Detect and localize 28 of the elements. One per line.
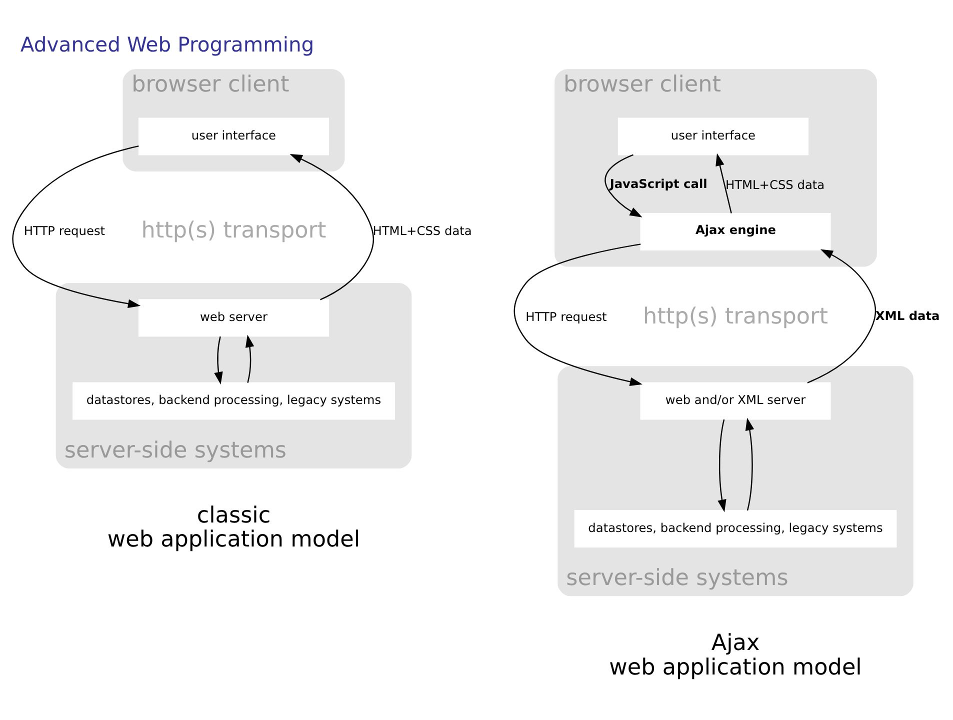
label: classic web application model xyxy=(107,502,360,552)
label: http(s) transport xyxy=(141,216,326,243)
arrow xyxy=(514,243,642,386)
arrow xyxy=(807,248,876,383)
arrow xyxy=(245,334,254,382)
node-box: Ajax engine xyxy=(640,212,831,250)
edge-label: XML data xyxy=(875,308,940,323)
edge-label: JavaScript call xyxy=(610,176,708,190)
arrow xyxy=(716,152,732,213)
node-box: web and/or XML server xyxy=(640,382,831,420)
node-box: datastores, backend processing, legacy systems xyxy=(574,510,897,548)
edge-label: HTML+CSS data xyxy=(372,223,472,238)
label: Ajax web application model xyxy=(609,630,862,680)
arrow xyxy=(604,154,642,217)
node-box: datastores, backend processing, legacy systems xyxy=(72,382,395,420)
arrow xyxy=(718,418,726,512)
node-box: web server xyxy=(138,298,330,336)
arrow xyxy=(290,154,374,300)
arrow xyxy=(745,417,754,510)
label: http(s) transport xyxy=(643,303,828,330)
edge-label: HTML+CSS data xyxy=(725,177,825,192)
diagram-title: Advanced Web Programming xyxy=(20,32,314,56)
edge-label: HTTP request xyxy=(526,310,607,324)
node-box: user interface xyxy=(138,117,330,155)
node-box: user interface xyxy=(618,117,808,155)
arrow xyxy=(214,336,223,384)
arrow xyxy=(12,145,141,308)
edge-label: HTTP request xyxy=(24,223,106,238)
